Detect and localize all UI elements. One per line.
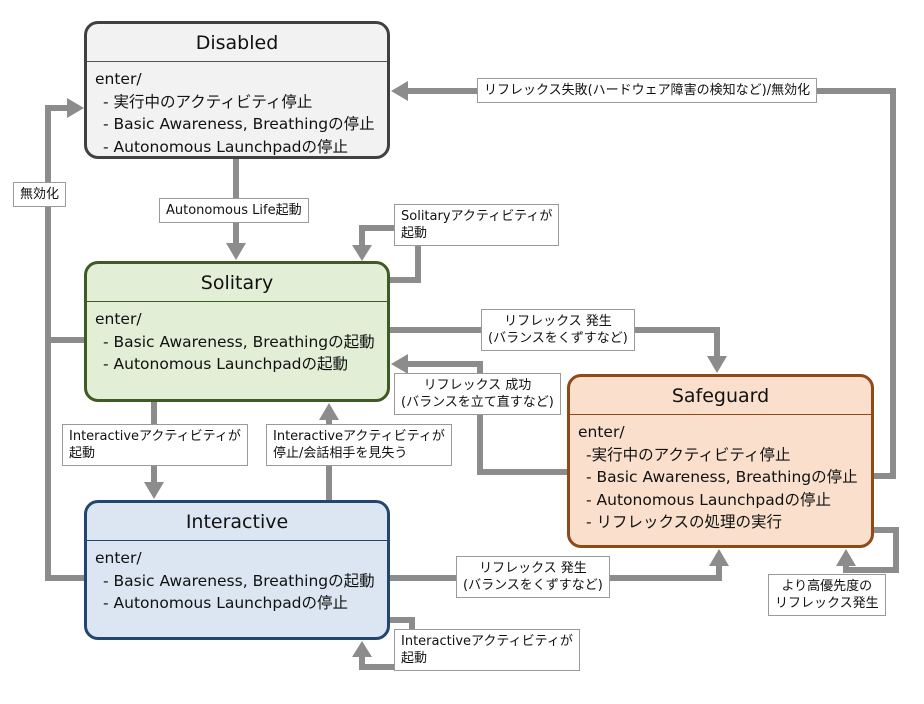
arrowhead-interactive-to-solitary bbox=[319, 403, 339, 420]
label-line: リフレックス 発生 bbox=[479, 561, 587, 576]
label-line: リフレックス 成功 bbox=[423, 378, 532, 393]
label-line: Interactiveアクティビティが bbox=[401, 634, 573, 649]
state-actions: enter/ -実行中のアクティビティ停止 - Basic Awareness,… bbox=[570, 415, 871, 540]
connector-safeguard-self bbox=[843, 527, 899, 573]
label-interactive-activity-start-self: Interactiveアクティビティが 起動 bbox=[394, 629, 580, 671]
label-line: より高優先度の bbox=[781, 579, 873, 594]
label-solitary-reflex: リフレックス 発生 (バランスをくずすなど) bbox=[481, 309, 635, 351]
state-actions: enter/ - 実行中のアクティビティ停止 - Basic Awareness… bbox=[87, 62, 387, 156]
arrowhead-safeguard-to-disabled bbox=[391, 81, 408, 101]
arrowhead-interactive-self bbox=[352, 641, 372, 657]
state-action-line: - リフレックスの処理の実行 bbox=[586, 513, 783, 531]
state-title: Solitary bbox=[87, 264, 387, 302]
label-reflex-failure-disable: リフレックス失敗(ハードウェア障害の検知など)/無効化 bbox=[477, 78, 818, 103]
state-action-line: - Basic Awareness, Breathingの停止 bbox=[103, 115, 375, 133]
label-line: リフレックス 発生 bbox=[504, 314, 612, 329]
label-disable-left: 無効化 bbox=[13, 182, 67, 207]
arrowhead-safeguard-to-solitary bbox=[391, 354, 408, 374]
connector-left-disable bbox=[45, 105, 84, 581]
state-action-line: -実行中のアクティビティ停止 bbox=[586, 445, 791, 464]
arrowhead-solitary-to-interactive bbox=[144, 482, 164, 499]
arrowhead-interactive-to-safeguard bbox=[709, 549, 729, 566]
state-actions: enter/ - Basic Awareness, Breathingの起動 -… bbox=[87, 302, 387, 382]
label-line: 起動 bbox=[401, 651, 428, 666]
state-safeguard: Safeguard enter/ -実行中のアクティビティ停止 - Basic … bbox=[567, 374, 874, 548]
state-action-line: - Autonomous Launchpadの停止 bbox=[103, 137, 349, 156]
state-action-line: - Basic Awareness, Breathingの起動 bbox=[103, 571, 375, 590]
label-line: Solitaryアクティビティが bbox=[401, 209, 553, 224]
connector-safeguard-to-solitary bbox=[406, 361, 567, 475]
label-line: (バランスをくずすなど) bbox=[488, 331, 628, 346]
state-action-line: - Autonomous Launchpadの停止 bbox=[586, 490, 832, 509]
arrowhead-disabled-to-solitary bbox=[226, 243, 246, 260]
state-action-line: - Basic Awareness, Breathingの起動 bbox=[103, 332, 375, 351]
state-action-line: - Autonomous Launchpadの停止 bbox=[103, 594, 349, 612]
state-solitary: Solitary enter/ - Basic Awareness, Breat… bbox=[84, 261, 390, 402]
state-action-line: - Autonomous Launchpadの起動 bbox=[103, 355, 349, 373]
state-action-line: - 実行中のアクティビティ停止 bbox=[103, 92, 313, 111]
label-line: 起動 bbox=[69, 446, 96, 461]
label-autonomous-life-start: Autonomous Life起動 bbox=[159, 198, 309, 223]
arrowhead-safeguard-self bbox=[836, 549, 856, 566]
state-interactive: Interactive enter/ - Basic Awareness, Br… bbox=[84, 500, 390, 640]
state-action-line: enter/ bbox=[578, 423, 625, 441]
state-title: Disabled bbox=[87, 24, 387, 62]
arrowhead-left-disable bbox=[67, 98, 84, 118]
label-interactive-activity-start: Interactiveアクティビティが 起動 bbox=[62, 424, 248, 466]
label-line: Interactiveアクティビティが bbox=[273, 429, 445, 444]
label-line: 起動 bbox=[401, 226, 428, 241]
state-disabled: Disabled enter/ - 実行中のアクティビティ停止 - Basic … bbox=[84, 21, 390, 159]
label-line: リフレックス発生 bbox=[775, 596, 879, 611]
label-solitary-activity-start: Solitaryアクティビティが 起動 bbox=[394, 204, 560, 246]
state-actions: enter/ - Basic Awareness, Breathingの起動 -… bbox=[87, 541, 387, 621]
state-title: Interactive bbox=[87, 503, 387, 541]
state-action-line: enter/ bbox=[95, 549, 142, 567]
label-line: 停止/会話相手を見失う bbox=[273, 446, 408, 461]
state-action-line: - Basic Awareness, Breathingの停止 bbox=[586, 468, 858, 486]
label-interactive-reflex: リフレックス 発生 (バランスをくずすなど) bbox=[456, 556, 610, 598]
label-line: (バランスを立て直すなど) bbox=[401, 395, 554, 410]
label-line: (バランスをくずすなど) bbox=[463, 578, 603, 593]
label-interactive-stop-lost: Interactiveアクティビティが 停止/会話相手を見失う bbox=[266, 424, 452, 466]
state-title: Safeguard bbox=[570, 377, 871, 415]
label-higher-priority-reflex: より高優先度の リフレックス発生 bbox=[768, 574, 886, 616]
arrowhead-solitary-to-safeguard bbox=[707, 356, 727, 373]
label-line: Interactiveアクティビティが bbox=[69, 429, 241, 444]
state-action-line: enter/ bbox=[95, 310, 142, 328]
arrowhead-solitary-self bbox=[352, 245, 372, 261]
state-action-line: enter/ bbox=[95, 70, 142, 88]
label-reflex-success: リフレックス 成功 (バランスを立て直すなど) bbox=[394, 373, 561, 415]
